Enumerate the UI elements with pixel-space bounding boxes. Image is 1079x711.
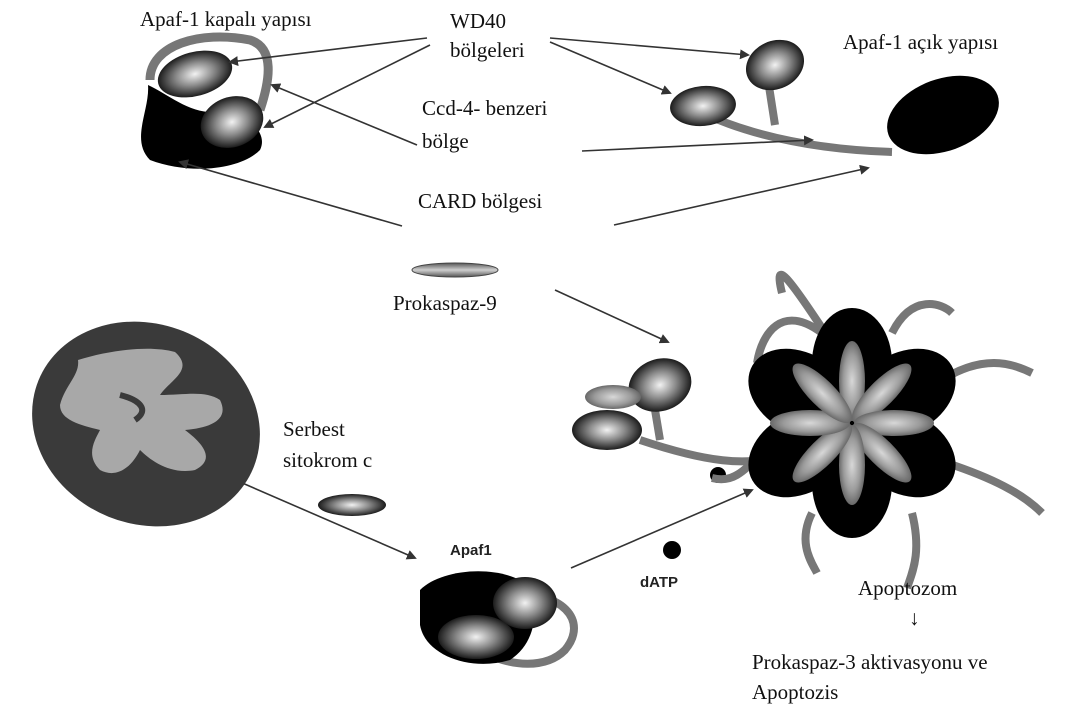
free-cytochrome-c-shape [318,494,386,516]
wd40-label-line1: WD40 [450,8,506,34]
apoptosome-shape [712,275,1042,588]
open-structure-label: Apaf-1 açık yapısı [843,29,998,55]
datp-dot-2 [663,541,681,559]
apoptosome-label: Apoptozom [858,575,957,601]
free-cyt-label-line2: sitokrom c [283,447,372,473]
procaspase9-label: Prokaspaz-9 [393,290,497,316]
closed-structure-label: Apaf-1 kapalı yapısı [140,6,311,32]
ced4-label-line1: Ccd-4- benzeri [422,95,547,121]
wd40-label-line2: bölgeleri [450,37,525,63]
procaspase9-shape [412,263,498,277]
apaf1-bottom-complex [420,571,574,664]
result-label-line2: Apoptozis [752,679,838,705]
free-cyt-label-line1: Serbest [283,416,345,442]
result-label-line1: Prokaspaz-3 aktivasyonu ve [752,649,988,675]
apaf1-label: Apaf1 [450,538,492,564]
datp-label: dATP [640,570,678,596]
ced4-label-line2: bölge [422,128,469,154]
closed-apaf1-structure [141,37,271,169]
mitochondrion [1,288,291,560]
card-region-label: CARD bölgesi [418,188,542,214]
down-arrow-glyph: ↓ [909,605,920,631]
